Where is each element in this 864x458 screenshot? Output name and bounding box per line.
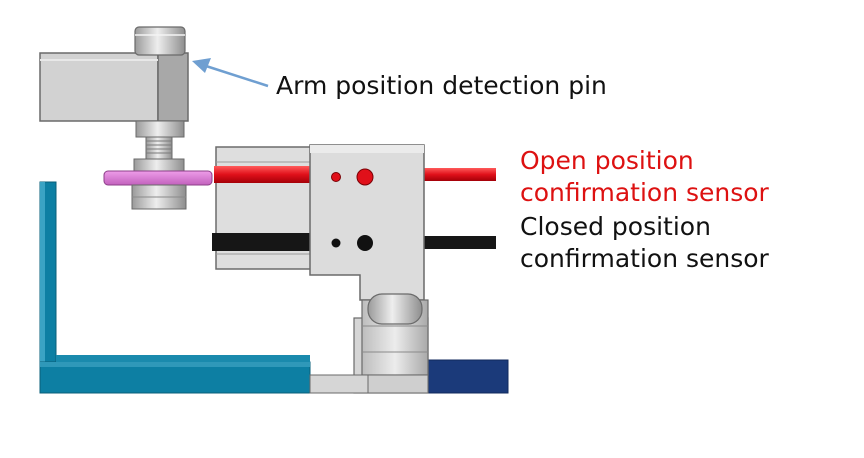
cap-screw: [134, 26, 186, 56]
arm: [39, 52, 189, 122]
lower-column: [309, 293, 429, 394]
arm-position-pin-label: Arm position detection pin: [276, 70, 607, 102]
open-sensor-rod: [214, 166, 496, 183]
arm-position-pin: [103, 120, 213, 210]
arm-label-text: Arm position detection pin: [276, 71, 607, 100]
open-sensor-label: Open position confirmation sensor: [520, 145, 769, 209]
teal-bracket: [39, 181, 311, 394]
closed-sensor-rod: [212, 233, 496, 251]
closed-label-line-2: confirmation sensor: [520, 244, 769, 273]
open-label-line-2: confirmation sensor: [520, 178, 769, 207]
l-bracket: [309, 144, 425, 301]
closed-sensor-label: Closed position confirmation sensor: [520, 211, 769, 275]
pointer-arrow: [192, 58, 269, 88]
navy-plate: [427, 359, 509, 394]
closed-label-line-1: Closed position: [520, 212, 711, 241]
open-label-line-1: Open position: [520, 146, 694, 175]
